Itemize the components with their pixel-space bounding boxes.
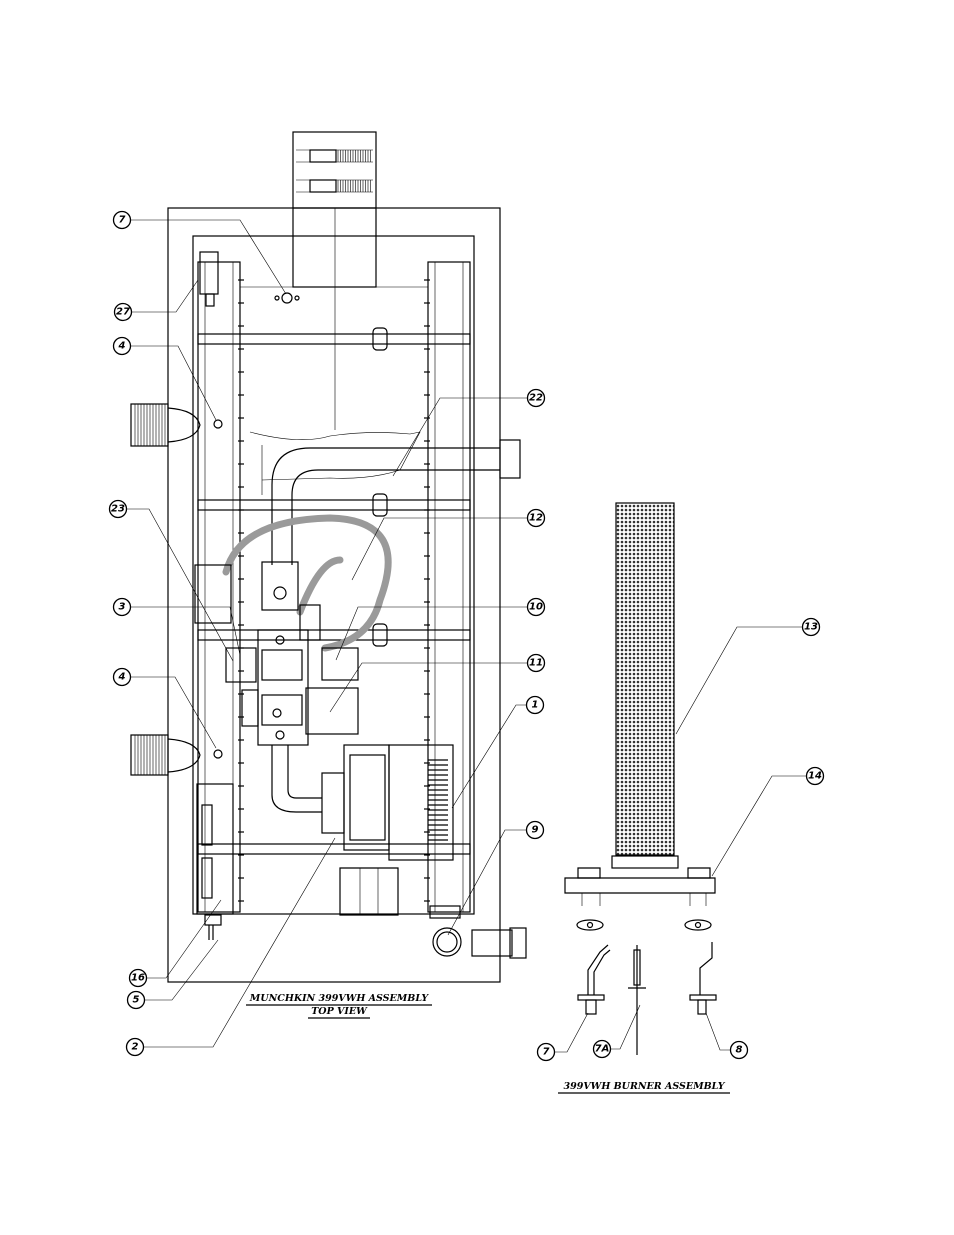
burner-assembly-title: 399VWH BURNER ASSEMBLY [563,1081,725,1092]
burner-collar [612,856,678,868]
callout-11: 11 [528,655,545,672]
callout-1-label: 1 [532,700,539,711]
callout-2: 2 [127,1039,144,1056]
callout-7-burner-label: 7 [543,1047,550,1058]
callout-23-label: 23 [111,504,125,515]
control-board [197,784,233,940]
callout-22-label: 22 [529,393,543,404]
callout-11-label: 11 [529,658,543,669]
callout-14: 14 [807,768,824,785]
callout-1: 1 [527,697,544,714]
water-inlet-top [131,404,200,446]
callout-16: 16 [130,970,147,987]
leader-lines [120,220,807,1052]
callout-7a-label: 7A [595,1044,610,1055]
flame-sensor-rod [628,945,646,1055]
flame-rectifier-electrode [690,942,716,1014]
callout-9-label: 9 [532,825,539,836]
callout-10-label: 10 [529,602,543,613]
callout-7-burner: 7 [538,1044,555,1061]
callout-13-label: 13 [804,622,818,633]
outer-cabinet [168,208,500,982]
heater-top-view [131,132,526,982]
gas-to-blower [272,745,322,812]
gray-tube-2 [300,560,340,612]
callout-16-label: 16 [131,973,145,984]
callout-7-top: 7 [114,212,131,229]
combustion-blower [322,745,453,915]
callout-4-lower: 4 [114,669,131,686]
callout-9: 9 [527,822,544,839]
callout-12: 12 [528,510,545,527]
callout-2-label: 2 [132,1042,139,1053]
callout-4-upper: 4 [114,338,131,355]
callout-7-top-label: 7 [119,215,126,226]
mounting-nut-lower [214,750,222,758]
callout-10: 10 [528,599,545,616]
callout-12-label: 12 [529,513,543,524]
inner-frame [193,236,474,914]
callout-27: 27 [115,304,132,321]
callout-5-label: 5 [133,995,140,1006]
callout-27-label: 27 [116,307,130,318]
mounting-nut-upper [214,420,222,428]
flue-vent [293,132,376,287]
callout-4-lower-label: 4 [118,672,126,683]
gas-valve [226,562,358,745]
burner-flange [565,878,715,893]
rail-ticks [238,280,430,901]
callout-7a: 7A [594,1041,611,1058]
callout-8-label: 8 [736,1045,743,1056]
burner-mesh [616,503,674,855]
main-assembly-title: MUNCHKIN 399VWH ASSEMBLY [249,993,430,1004]
callout-22: 22 [528,390,545,407]
gray-tube [226,518,388,648]
burner-assembly [565,503,716,1055]
callout-bubbles: 7 27 4 22 23 12 3 10 11 4 1 9 16 5 2 13 … [110,212,824,1061]
callout-5: 5 [128,992,145,1009]
callout-23: 23 [110,501,127,518]
gasket-left [577,920,603,930]
callout-3-label: 3 [119,602,126,613]
left-rail [198,262,240,912]
callout-3: 3 [114,599,131,616]
callout-4-upper-label: 4 [118,341,126,352]
air-pressure-switch [200,252,218,306]
top-electrode-mount [275,293,299,303]
captions: MUNCHKIN 399VWH ASSEMBLY TOP VIEW 399VWH… [246,993,730,1093]
callout-14-label: 14 [808,771,822,782]
callout-13: 13 [803,619,820,636]
ignition-electrode [578,945,610,1014]
callout-8: 8 [731,1042,748,1059]
water-inlet-bottom [131,735,200,775]
gasket-right [685,920,711,930]
main-assembly-subtitle: TOP VIEW [311,1006,368,1017]
